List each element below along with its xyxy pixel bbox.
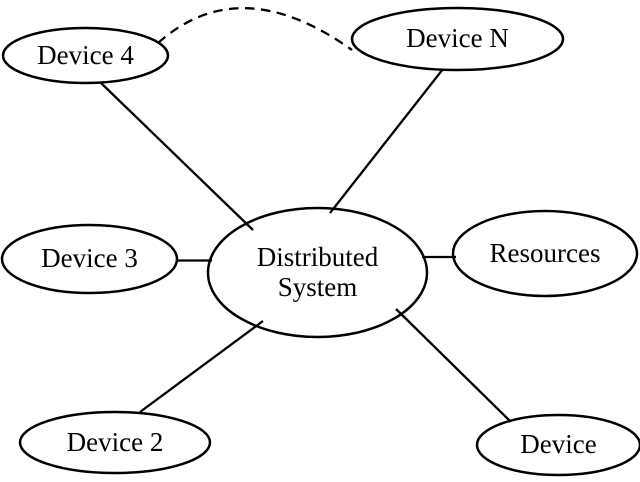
edge-device-to-center: [395, 308, 511, 422]
edge-device-n-to-center: [329, 68, 444, 214]
ellipse-device: [475, 413, 640, 477]
ellipse-resources: [451, 209, 639, 298]
ellipse-device-n: [350, 6, 565, 72]
ellipse-distributed-system: [206, 206, 429, 339]
ellipse-device-3: [0, 223, 179, 295]
ellipse-device-2: [18, 410, 212, 475]
edge-device-2-to-center: [139, 320, 264, 413]
edge-device-4-to-device-n-dashed: [157, 7, 353, 51]
edge-device-4-to-center: [100, 82, 254, 231]
ellipse-device-4: [1, 26, 170, 85]
